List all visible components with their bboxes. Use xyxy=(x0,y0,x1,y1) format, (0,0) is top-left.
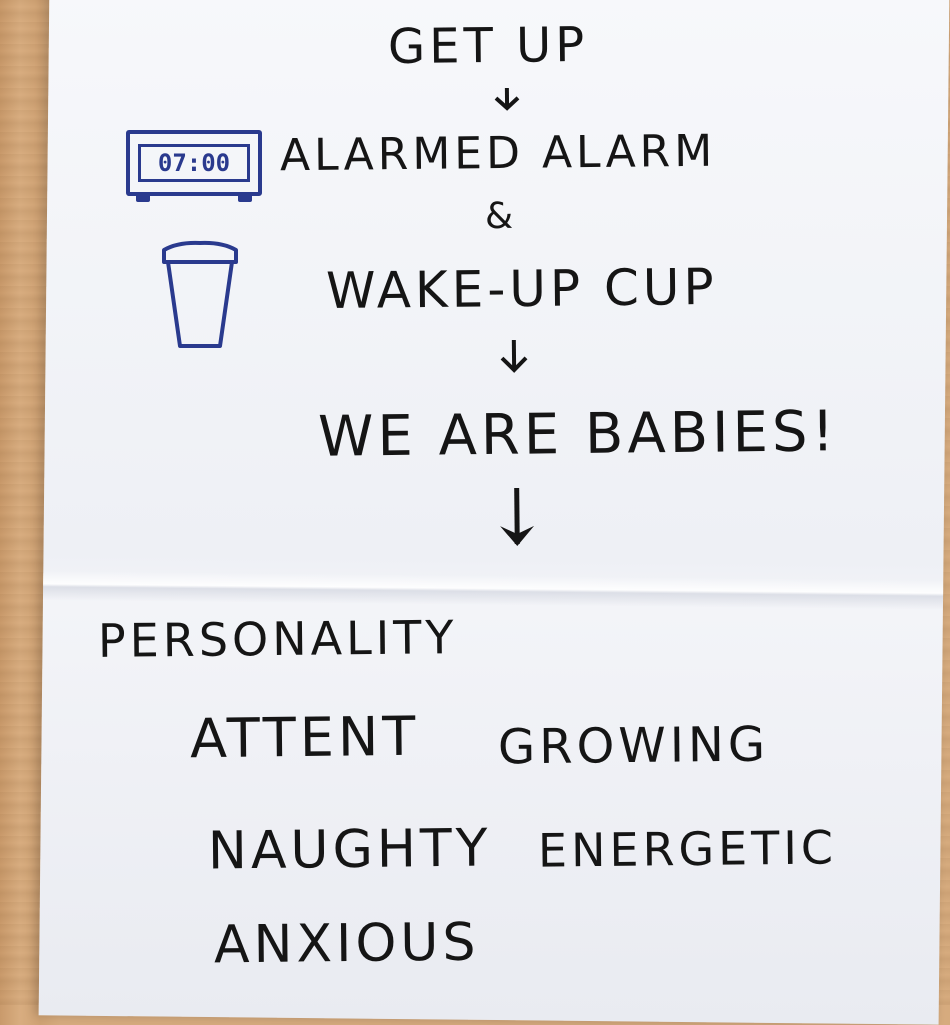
trait-energetic: ENERGETIC xyxy=(538,820,838,877)
down-arrow-icon xyxy=(496,338,532,374)
personality-heading: PERSONALITY xyxy=(98,610,458,668)
trait-growing: GROWING xyxy=(498,717,770,776)
alarm-clock-icon: 07:00 xyxy=(126,130,262,196)
trait-anxious: ANXIOUS xyxy=(214,913,480,976)
clock-display: 07:00 xyxy=(138,144,250,182)
note-alarmed-alarm: ALARMED ALARM xyxy=(280,126,717,182)
trait-attent: ATTENT xyxy=(190,705,420,770)
down-arrow-icon xyxy=(490,86,524,112)
note-get-up: GET UP xyxy=(388,17,589,75)
down-arrow-icon xyxy=(494,486,541,550)
note-wake-up-cup: WAKE-UP CUP xyxy=(326,258,718,320)
trait-naughty: NAUGHTY xyxy=(208,819,492,882)
clock-foot-right xyxy=(238,194,252,202)
cup-icon xyxy=(158,240,242,352)
note-we-are-babies: WE ARE BABIES! xyxy=(318,399,839,469)
note-ampersand: & xyxy=(485,196,518,237)
clock-foot-left xyxy=(136,194,150,202)
paper-fold-crease xyxy=(43,570,943,609)
